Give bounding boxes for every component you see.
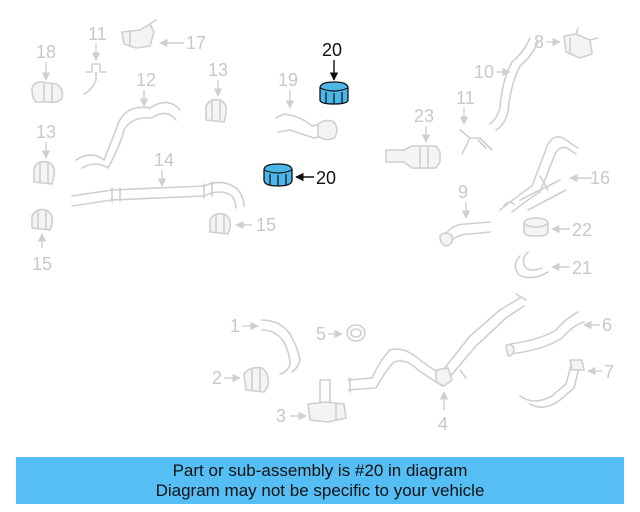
part-1: 1 [230, 316, 301, 375]
part-12: 12 [75, 70, 181, 169]
callout-20-top: 20 [322, 40, 342, 60]
part-2: 2 [212, 366, 270, 393]
part-13-top: 13 [205, 60, 228, 123]
callout-13-top: 13 [208, 60, 228, 80]
part-8: 8 [534, 27, 599, 59]
callout-3: 3 [276, 406, 286, 426]
callout-7: 7 [604, 362, 614, 382]
callout-22: 22 [572, 220, 592, 240]
callout-17: 17 [186, 33, 206, 53]
callout-15-left: 15 [32, 254, 52, 274]
part-6: 6 [505, 311, 612, 357]
part-4: 4 [347, 293, 527, 434]
part-20-top[interactable]: 20 [319, 40, 349, 105]
part-3: 3 [276, 379, 347, 426]
callout-1: 1 [230, 316, 240, 336]
banner-line-1: Part or sub-assembly is #20 in diagram [172, 460, 468, 480]
callout-18: 18 [36, 42, 56, 62]
part-14: 14 [71, 150, 245, 209]
part-20-side[interactable]: 20 [263, 163, 336, 188]
callout-6: 6 [602, 315, 612, 335]
callout-8: 8 [534, 32, 544, 52]
part-18: 18 [31, 42, 64, 104]
part-15-left: 15 [31, 208, 54, 274]
callout-14: 14 [154, 150, 174, 170]
part-17: 17 [121, 19, 206, 53]
callout-19: 19 [278, 70, 298, 90]
part-22: 22 [523, 217, 592, 240]
part-21: 21 [514, 251, 592, 279]
callout-5: 5 [316, 324, 326, 344]
callout-12: 12 [136, 70, 156, 90]
callout-23: 23 [414, 106, 434, 126]
callout-11-left: 11 [88, 24, 107, 44]
callout-2: 2 [212, 368, 222, 388]
callout-9: 9 [458, 182, 468, 202]
banner-line-2: Diagram may not be specific to your vehi… [155, 480, 485, 500]
callout-21: 21 [572, 258, 592, 278]
info-banner: Part or sub-assembly is #20 in diagram D… [16, 457, 624, 504]
part-15-right: 15 [209, 212, 276, 235]
part-5: 5 [316, 324, 366, 344]
part-13-left: 13 [33, 122, 56, 185]
parts-diagram: 18 11 17 13 12 13 14 [31, 19, 614, 434]
part-19: 19 [275, 70, 338, 141]
part-11-left: 11 [83, 24, 107, 95]
part-16: 16 [499, 136, 610, 213]
part-9: 9 [439, 182, 491, 247]
part-10: 10 [474, 37, 539, 131]
callout-20-side: 20 [316, 168, 336, 188]
callout-15-right: 15 [256, 215, 276, 235]
callout-13-left: 13 [36, 122, 56, 142]
part-11-right: 11 [456, 88, 493, 155]
part-7: 7 [519, 359, 614, 408]
callout-16: 16 [590, 168, 610, 188]
callout-10: 10 [474, 62, 494, 82]
callout-11-right: 11 [456, 88, 475, 108]
callout-4: 4 [438, 414, 448, 434]
part-23: 23 [385, 106, 441, 169]
